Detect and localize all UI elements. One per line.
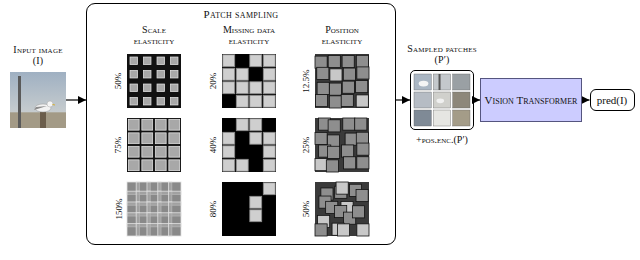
patch-pattern: [315, 54, 369, 108]
patch-pattern: [315, 182, 369, 236]
box-text: Patch sampling: [87, 8, 395, 20]
patch-mosaic: [414, 74, 470, 126]
patch-pattern: [222, 182, 276, 236]
ratio-label: 80%: [208, 201, 218, 218]
heading-text: Input image (I): [10, 44, 66, 66]
ratio-label-holder: 50%: [111, 54, 125, 108]
patch-pattern: [222, 54, 276, 108]
patch-grid: 25%: [315, 118, 369, 172]
photo-thumbnail: [10, 72, 66, 128]
patch-grid: 12.5%: [315, 54, 369, 108]
flow-arrow: [396, 99, 410, 100]
patch-grid: 75%: [127, 118, 181, 172]
patch-grid: 50%: [315, 182, 369, 236]
patch-grid: 50%: [127, 54, 181, 108]
patch-pattern: [222, 118, 276, 172]
ratio-label: 50%: [113, 73, 123, 90]
ratio-label-holder: 12.5%: [299, 54, 313, 108]
column-heading: Missing data elasticity: [209, 24, 289, 46]
flow-arrow: [582, 99, 590, 100]
ratio-label-holder: 150%: [111, 182, 125, 236]
sampled-patches: Sampled patches (P′)+pos.enc.(P′): [410, 70, 474, 130]
box-text: Vision Transformer: [485, 94, 578, 106]
patch-grid: 40%: [222, 118, 276, 172]
ratio-label: 50%: [301, 201, 311, 218]
box-text: pred(I): [597, 94, 628, 106]
ratio-label-holder: 50%: [299, 182, 313, 236]
patch-pattern: [127, 182, 181, 236]
ratio-label: 40%: [208, 137, 218, 154]
prediction-box: pred(I): [590, 89, 635, 111]
patch-pattern: [127, 54, 181, 108]
patch-grid: 80%: [222, 182, 276, 236]
ratio-label-holder: 25%: [299, 118, 313, 172]
transformer-box: Vision Transformer: [480, 78, 582, 122]
column-heading: Scale elasticity: [124, 24, 184, 46]
ratio-label-holder: 75%: [111, 118, 125, 172]
patch-grid: 150%: [127, 182, 181, 236]
input-image: Input image (I): [10, 72, 66, 128]
ratio-label: 150%: [113, 199, 123, 220]
patch-sampling-panel: Patch sampling 50% 75% 150% 20% 40% 80% 12.5% 25…: [86, 3, 396, 245]
ratio-label-holder: 40%: [206, 118, 220, 172]
ratio-label: 75%: [113, 137, 123, 154]
heading-text: Sampled patches (P′): [403, 43, 481, 65]
patch-pattern: [127, 118, 181, 172]
flow-arrow: [66, 99, 86, 100]
column-heading: Position elasticity: [310, 24, 374, 46]
patch-grid: 20%: [222, 54, 276, 108]
ratio-label-holder: 80%: [206, 182, 220, 236]
note-text: +pos.enc.(P′): [416, 134, 468, 145]
patch-pattern: [315, 118, 369, 172]
ratio-label: 25%: [301, 137, 311, 154]
ratio-label-holder: 20%: [206, 54, 220, 108]
ratio-label: 20%: [208, 73, 218, 90]
ratio-label: 12.5%: [301, 69, 311, 92]
